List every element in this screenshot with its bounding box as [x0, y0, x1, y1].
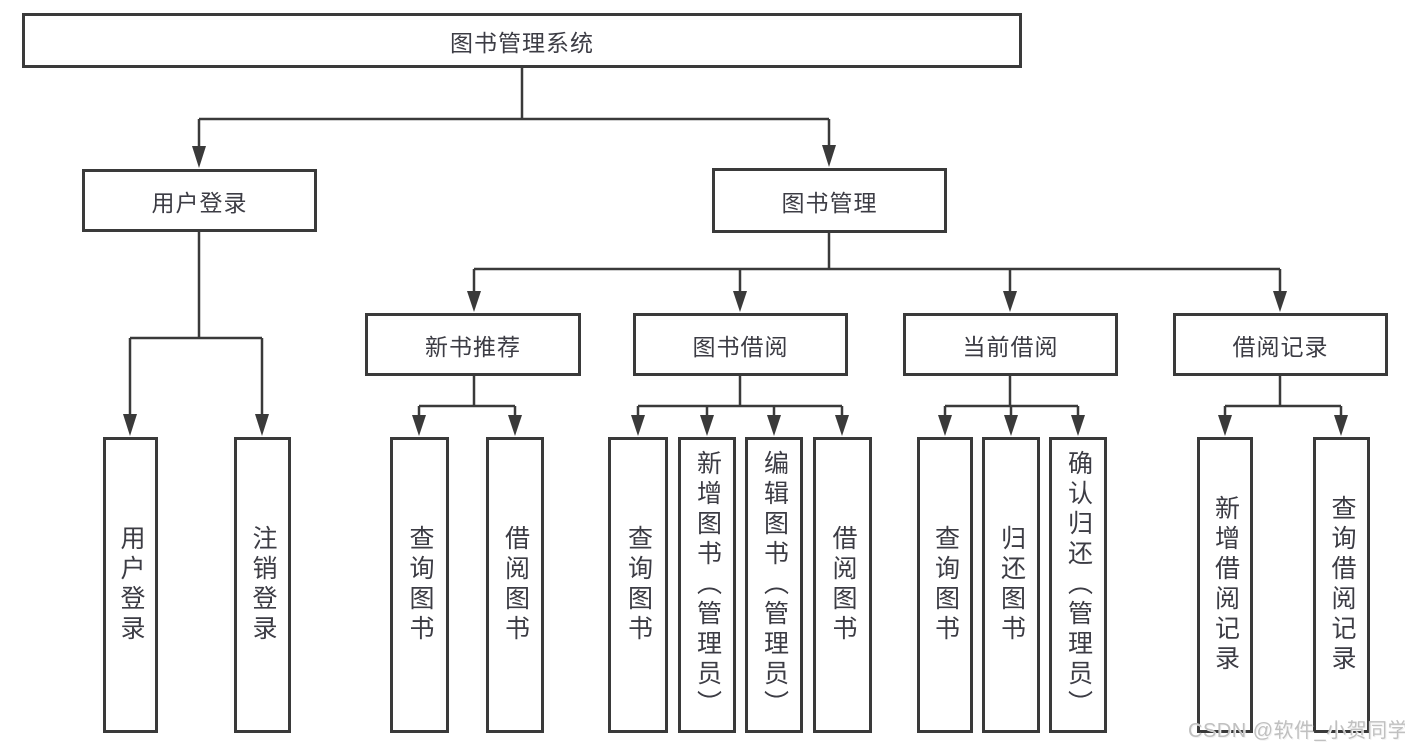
node-root: 图书管理系统: [22, 13, 1022, 68]
leaf-query-books-2: 查询图书: [608, 437, 668, 733]
leaf-return-books: 归还图书: [982, 437, 1040, 733]
leaf-borrow-books-1: 借阅图书: [486, 437, 544, 733]
leaf-query-books-3: 查询图书: [917, 437, 973, 733]
node-current-borrow: 当前借阅: [903, 313, 1118, 376]
leaf-logout: 注销登录: [234, 437, 291, 733]
leaf-user-login: 用户登录: [103, 437, 158, 733]
node-user-login: 用户登录: [82, 169, 317, 232]
leaf-add-borrow-record: 新增借阅记录: [1197, 437, 1253, 733]
connector-path: [128, 68, 1343, 415]
leaf-edit-books-admin: 编辑图书（管理员）: [745, 437, 803, 733]
csdn-watermark: CSDN @软件_小贺同学: [1188, 720, 1405, 742]
node-new-book-recommend: 新书推荐: [365, 313, 581, 376]
leaf-confirm-return-admin: 确认归还（管理员）: [1049, 437, 1107, 733]
node-book-management: 图书管理: [712, 168, 947, 233]
node-book-borrow: 图书借阅: [633, 313, 848, 376]
leaf-add-books-admin: 新增图书（管理员）: [678, 437, 736, 733]
node-borrow-records: 借阅记录: [1173, 313, 1388, 376]
leaf-query-books-1: 查询图书: [390, 437, 449, 733]
leaf-query-borrow-record: 查询借阅记录: [1313, 437, 1370, 733]
leaf-borrow-books-2: 借阅图书: [813, 437, 872, 733]
